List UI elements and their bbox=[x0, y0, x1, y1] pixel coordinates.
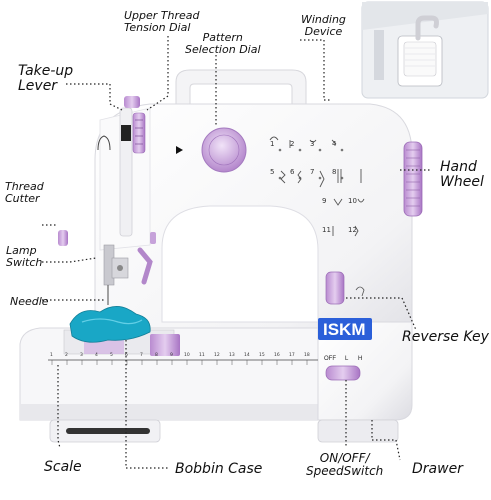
presser-lever bbox=[137, 247, 153, 285]
lamp-switch bbox=[58, 230, 68, 246]
svg-text:17: 17 bbox=[289, 352, 295, 358]
fabric bbox=[69, 306, 151, 343]
svg-text:7: 7 bbox=[140, 352, 143, 358]
winding-hook bbox=[415, 15, 439, 41]
bobbin-cover bbox=[150, 334, 180, 356]
pattern-number: 1 bbox=[270, 140, 274, 148]
svg-text:6: 6 bbox=[125, 352, 128, 358]
pattern-number: 5 bbox=[270, 168, 274, 176]
switch-label-off: OFF bbox=[324, 356, 336, 362]
speed-switch bbox=[325, 365, 361, 381]
reverse-key bbox=[325, 271, 345, 305]
label-pattern-selection-dial: Pattern Selection Dial bbox=[185, 31, 261, 56]
label-hand-wheel: Hand Wheel bbox=[440, 159, 484, 190]
pattern-number: 9 bbox=[322, 197, 326, 205]
label-winding-device: Winding Device bbox=[301, 13, 346, 38]
svg-text:5: 5 bbox=[110, 352, 113, 358]
pattern-selection-dial bbox=[201, 127, 247, 173]
dial-pointer bbox=[176, 146, 183, 154]
brand-badge bbox=[318, 318, 372, 340]
pattern-number: 6 bbox=[290, 168, 295, 176]
hand-wheel bbox=[403, 141, 423, 217]
pattern-number: 11 bbox=[322, 226, 331, 234]
svg-text:12: 12 bbox=[214, 352, 220, 358]
winding-thread-spool bbox=[403, 41, 437, 77]
svg-text:9: 9 bbox=[170, 352, 173, 358]
switch-label-l: L bbox=[345, 356, 349, 362]
leader-lines bbox=[42, 36, 432, 469]
take-up-lever bbox=[124, 96, 140, 108]
svg-text:4: 4 bbox=[95, 352, 98, 358]
label-reverse-key: Reverse Key bbox=[402, 329, 489, 345]
label-scale: Scale bbox=[44, 459, 82, 475]
svg-text:16: 16 bbox=[274, 352, 280, 358]
svg-text:3: 3 bbox=[80, 352, 83, 358]
tension-dial bbox=[132, 112, 146, 154]
label-drawer: Drawer bbox=[412, 461, 463, 477]
label-thread-cutter: Thread Cutter bbox=[5, 180, 44, 205]
base-front-edge bbox=[20, 404, 380, 420]
switch-label-h: H bbox=[358, 356, 362, 362]
label-take-up-lever: Take-up Lever bbox=[18, 63, 74, 94]
svg-text:11: 11 bbox=[199, 352, 205, 358]
label-upper-thread-tension-dial: Upper Thread Tension Dial bbox=[124, 9, 200, 34]
ruler-ticks bbox=[51, 360, 308, 365]
pattern-number: 3 bbox=[310, 140, 314, 148]
svg-text:2: 2 bbox=[65, 352, 68, 358]
label-bobbin-case: Bobbin Case bbox=[175, 461, 263, 477]
stitch-icons bbox=[269, 136, 365, 237]
thread-cutter-tip bbox=[150, 232, 156, 244]
svg-text:1: 1 bbox=[50, 352, 53, 358]
pattern-number: 7 bbox=[310, 168, 314, 176]
pattern-number: 2 bbox=[290, 140, 294, 148]
label-lamp-switch: Lamp Switch bbox=[6, 244, 43, 269]
svg-text:15: 15 bbox=[259, 352, 265, 358]
svg-text:13: 13 bbox=[229, 352, 235, 358]
pattern-number: 4 bbox=[332, 140, 337, 148]
pattern-numbers: 1 2 3 4 5 6 7 8 9 10 11 12 bbox=[270, 140, 357, 234]
svg-text:8: 8 bbox=[155, 352, 158, 358]
pattern-number: 10 bbox=[348, 197, 357, 205]
throat-opening bbox=[161, 205, 319, 323]
label-needle: Needle bbox=[10, 295, 49, 308]
svg-text:18: 18 bbox=[304, 352, 310, 358]
pattern-number: 8 bbox=[332, 168, 336, 176]
thread-path-icon bbox=[97, 135, 111, 151]
ruler-numbers: 1 2 3 4 5 6 7 8 9 10 11 12 13 14 15 16 1… bbox=[50, 352, 310, 358]
svg-text:14: 14 bbox=[244, 352, 250, 358]
pattern-number: 12 bbox=[348, 226, 357, 234]
brand-text: ISKM bbox=[323, 320, 366, 339]
svg-text:10: 10 bbox=[184, 352, 190, 358]
drawer bbox=[317, 419, 399, 443]
label-on-off-speed-switch: ON/OFF/ SpeedSwitch bbox=[306, 451, 384, 478]
